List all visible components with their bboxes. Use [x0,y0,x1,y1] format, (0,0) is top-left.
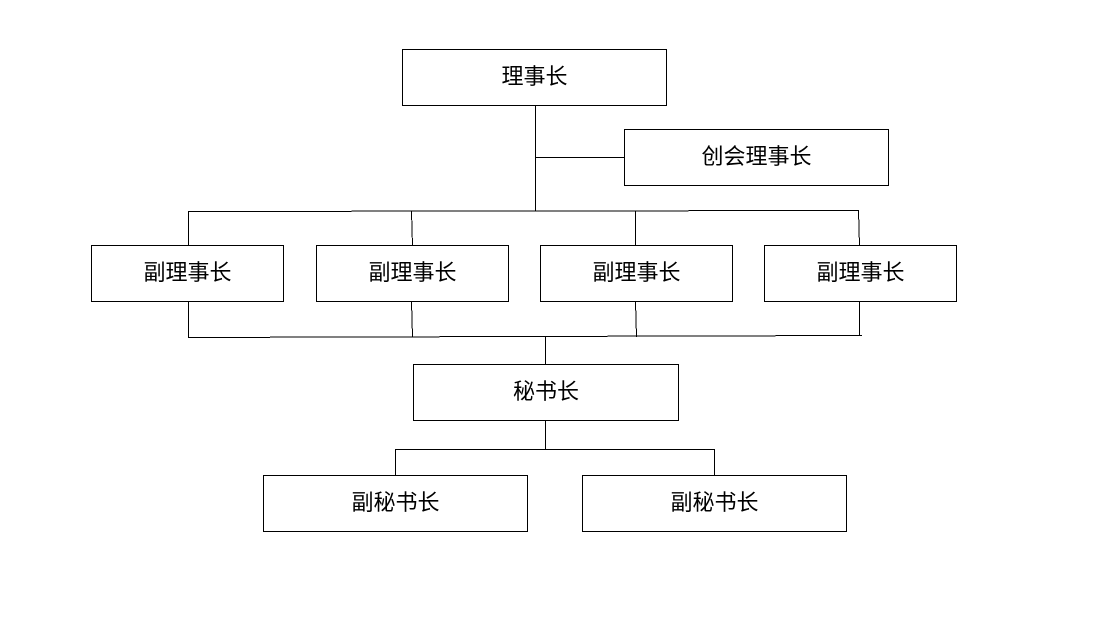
node-label: 副理事长 [816,260,905,286]
node-vice-chairman-2: 副理事长 [316,245,509,302]
node-founding-chairman: 创会理事长 [624,129,889,186]
node-deputy-secretary-2: 副秘书长 [582,475,847,532]
connector-line [635,300,637,338]
node-chairman: 理事长 [402,49,667,106]
node-vice-chairman-1: 副理事长 [91,245,284,302]
connector-line [411,210,413,247]
node-label: 副秘书长 [670,490,759,516]
node-label: 副秘书长 [351,490,440,516]
node-secretary-general: 秘书长 [413,364,679,421]
node-deputy-secretary-1: 副秘书长 [263,475,528,532]
node-label: 秘书长 [512,379,579,405]
node-label: 副理事长 [143,260,232,286]
node-vice-chairman-3: 副理事长 [540,245,733,302]
connector-line [187,335,863,338]
node-label: 副理事长 [368,260,457,286]
node-label: 理事长 [501,64,568,90]
connector-line [187,210,860,212]
connector-line [858,209,860,247]
connector-line [411,300,413,338]
node-vice-chairman-4: 副理事长 [764,245,957,302]
node-label: 创会理事长 [701,144,812,170]
node-label: 副理事长 [592,260,681,286]
